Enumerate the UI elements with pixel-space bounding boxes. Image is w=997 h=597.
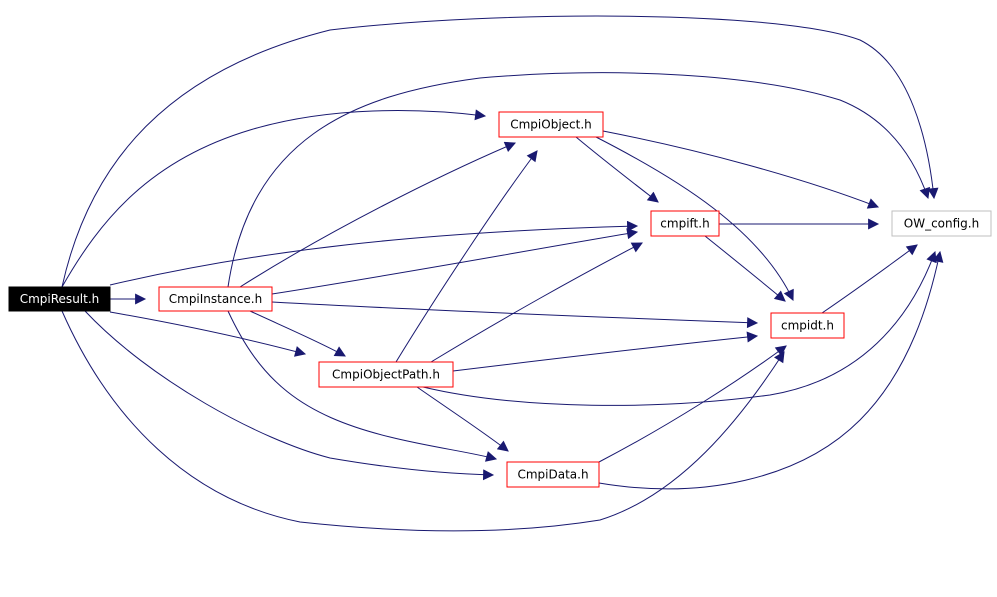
edge-cmpiresult-h-to-cmpiobjectpath-h [109, 311, 307, 357]
node-box [650, 210, 720, 237]
edge-cmpidata-h-to-ow-config-h [598, 250, 944, 490]
node-cmpift-h[interactable]: cmpift.h [650, 210, 720, 237]
nodes-layer: CmpiResult.h CmpiInstance.h CmpiObject.h cm… [8, 111, 992, 488]
edge-cmpiobject-h-to-ow-config-h [602, 130, 880, 209]
node-label: CmpiData.h [517, 468, 588, 482]
edge-cmpiobject-h-to-cmpidt-h [595, 136, 794, 301]
edge-cmpidt-h-to-ow-config-h [821, 244, 918, 314]
edge-cmpiobjectpath-h-to-cmpift-h [430, 242, 643, 363]
edge-cmpiobjectpath-h-to-ow-config-h [422, 250, 937, 406]
edge-cmpiinstance-h-to-cmpidata-h [227, 310, 498, 462]
node-label: CmpiObject.h [510, 118, 592, 132]
node-label: CmpiResult.h [20, 292, 100, 306]
edges-layer [61, 15, 944, 532]
node-cmpidata-h[interactable]: CmpiData.h [506, 461, 600, 488]
node-box [158, 286, 273, 312]
node-box [8, 286, 111, 312]
node-cmpiobjectpath-h[interactable]: CmpiObjectPath.h [318, 361, 454, 388]
edge-cmpiresult-h-to-cmpiobject-h [61, 109, 487, 288]
node-label: cmpift.h [660, 217, 709, 231]
edge-cmpidata-h-to-cmpidt-h [598, 345, 787, 463]
node-box [318, 361, 454, 388]
node-label: CmpiObjectPath.h [332, 368, 440, 382]
edge-cmpiobjectpath-h-to-cmpidata-h [416, 386, 509, 452]
node-box [891, 210, 992, 237]
edge-cmpiinstance-h-to-cmpiobjectpath-h [249, 310, 346, 357]
node-cmpiresult-h[interactable]: CmpiResult.h [8, 286, 111, 312]
node-cmpiinstance-h[interactable]: CmpiInstance.h [158, 286, 273, 312]
node-cmpiobject-h[interactable]: CmpiObject.h [498, 111, 604, 138]
edge-cmpiresult-h-to-cmpidt-h [61, 310, 785, 532]
node-box [506, 461, 600, 488]
node-label: CmpiInstance.h [169, 292, 262, 306]
node-box [770, 312, 845, 339]
edge-cmpiobjectpath-h-to-cmpiobject-h [395, 150, 538, 363]
edge-cmpiinstance-h-to-ow-config-h [227, 72, 930, 288]
edge-cmpiinstance-h-to-cmpift-h [271, 228, 639, 295]
edge-cmpiresult-h-to-cmpidata-h [84, 310, 495, 481]
edge-cmpiinstance-h-to-cmpiobject-h [239, 141, 517, 288]
node-cmpidt-h[interactable]: cmpidt.h [770, 312, 845, 339]
edge-cmpift-h-to-cmpidt-h [704, 235, 786, 302]
edge-cmpiresult-h-to-cmpift-h [109, 220, 639, 286]
edge-cmpiobjectpath-h-to-cmpidt-h [452, 331, 759, 372]
edge-cmpiresult-h-to-ow-config-h [61, 15, 939, 288]
edge-cmpiinstance-h-to-cmpidt-h [271, 301, 759, 329]
node-label: cmpidt.h [781, 319, 834, 333]
node-ow-config-h[interactable]: OW_config.h [891, 210, 992, 237]
node-label: OW_config.h [904, 217, 979, 231]
node-box [498, 111, 604, 138]
edge-cmpiobject-h-to-cmpift-h [575, 136, 659, 203]
